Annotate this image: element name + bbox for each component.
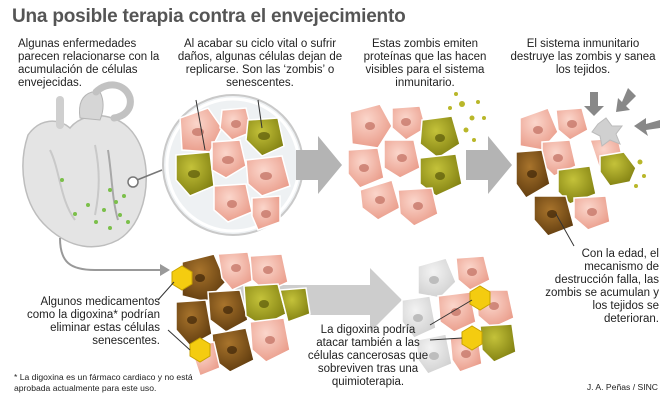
- cell-cluster-accumulated: [157, 251, 311, 377]
- heart-illustration: [22, 81, 163, 248]
- digoxin-molecule-4: [461, 325, 483, 351]
- arrow-1: [296, 136, 342, 194]
- credit: J. A. Peñas / SINC: [586, 382, 658, 392]
- heart-zombie-dots: [60, 178, 130, 230]
- digoxin-molecule-3: [469, 285, 491, 311]
- caption-step3: Estas zombis emiten proteínas que las ha…: [363, 38, 487, 89]
- cell-cluster-3: [347, 92, 486, 227]
- destroyed-cell: [591, 117, 623, 147]
- page-title: Una posible terapia contra el envejecimi…: [12, 6, 406, 27]
- arrow-2: [466, 136, 512, 194]
- footnote: * La digoxina es un fármaco cardiaco y n…: [14, 372, 193, 393]
- immune-arrows: [584, 88, 660, 136]
- caption-cancer: La digoxina podría atacar también a las …: [307, 324, 429, 388]
- emitted-proteins: [448, 92, 486, 142]
- arrow-3: [235, 268, 402, 332]
- cell-cluster-cleaned: [401, 255, 517, 375]
- caption-step5: Con la edad, el mecanismo de destrucción…: [545, 248, 659, 325]
- caption-step4: El sistema inmunitario destruye las zomb…: [510, 38, 656, 76]
- caption-digoxin: Algunos medicamentos como la digoxina* p…: [27, 296, 160, 347]
- magnified-tissue: [162, 94, 304, 236]
- caption-step1: Algunas enfermedades parecen relacionars…: [18, 38, 160, 89]
- cell-cluster-4: [515, 88, 660, 247]
- caption-step2: Al acabar su ciclo vital o sufrir daños,…: [177, 38, 343, 89]
- digoxin-molecule-2: [189, 337, 211, 363]
